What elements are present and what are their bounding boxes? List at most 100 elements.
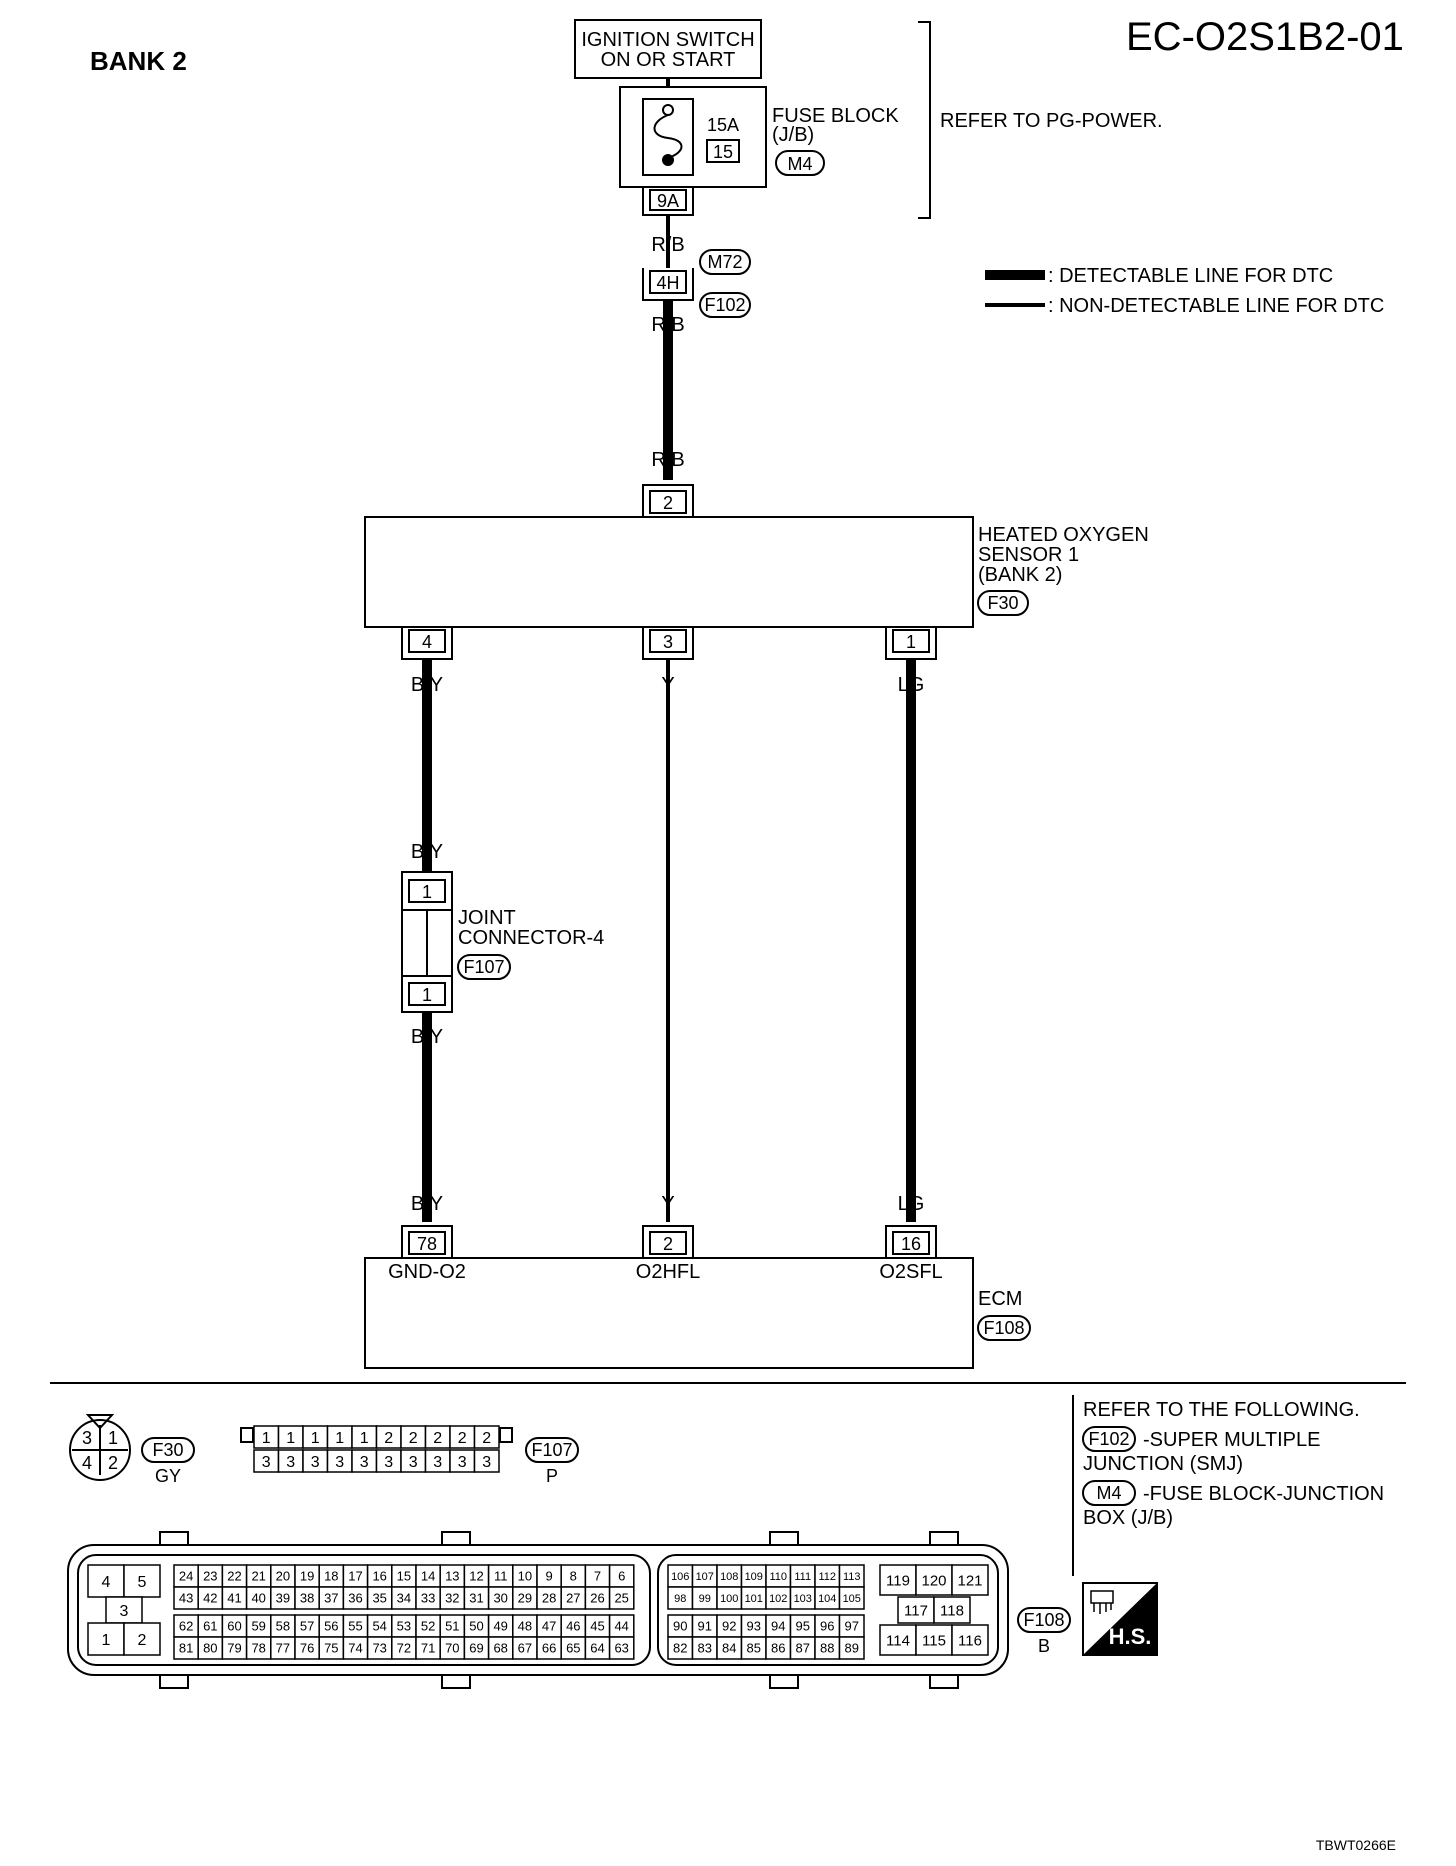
f107-top-pin: 2: [433, 1430, 442, 1447]
f107-top-pin: 1: [335, 1430, 344, 1447]
f108-pin: 33: [421, 1591, 435, 1606]
f108-pin: 95: [796, 1619, 810, 1634]
f108-pin: 66: [542, 1641, 556, 1656]
f108-pin: 94: [771, 1619, 785, 1634]
f30-id-tag: [141, 1437, 195, 1463]
f108-pin: 111: [794, 1571, 811, 1583]
f30-color-label: GY: [155, 1466, 181, 1486]
f108-pin: 89: [845, 1641, 859, 1656]
connector-tag-m72: [699, 249, 751, 275]
f108-pin: 68: [493, 1641, 507, 1656]
f108-pin: 50: [469, 1619, 483, 1634]
f108-pin: 65: [566, 1641, 580, 1656]
f108-pin: 1: [102, 1632, 111, 1649]
f108-pin: 15: [397, 1569, 411, 1584]
legend-detectable-text: : DETECTABLE LINE FOR DTC: [1048, 265, 1333, 287]
f108-pin: 44: [614, 1619, 628, 1634]
f107-bottom-pin: 3: [262, 1454, 271, 1471]
f108-outer-shell: [67, 1544, 1009, 1676]
f108-pin: 37: [324, 1591, 338, 1606]
wire-label-lg-1: LG: [898, 674, 925, 696]
joint-label-1: JOINT: [458, 907, 516, 929]
f108-pin-cell: [123, 1622, 161, 1656]
sensor-label-2: SENSOR 1: [978, 544, 1079, 566]
refer-f102-tag-label: F102: [1088, 1429, 1129, 1449]
f107-color-label: P: [546, 1466, 558, 1486]
f108-pin: 52: [421, 1619, 435, 1634]
fuse-number-box: [706, 139, 740, 163]
f108-pin: 3: [120, 1603, 129, 1620]
ecm-pin78-box: [408, 1231, 446, 1255]
f30-connector-face: [69, 1419, 131, 1481]
f108-pin: 22: [227, 1569, 241, 1584]
f107-top-pin: 2: [458, 1430, 467, 1447]
f108-pin: 121: [957, 1572, 982, 1589]
f108-pin: 54: [372, 1619, 386, 1634]
wire-label-by-3: B/Y: [411, 1026, 443, 1048]
f30-pin-3: 3: [82, 1428, 92, 1448]
ecm-pin16-box: [892, 1231, 930, 1255]
f108-pin: 101: [745, 1593, 763, 1605]
f108-pin: 93: [747, 1619, 761, 1634]
f108-pin: 92: [722, 1619, 736, 1634]
f108-pin: 4: [102, 1574, 111, 1591]
connector-tag-f30-label: F30: [987, 593, 1018, 613]
f108-pin: 61: [203, 1619, 217, 1634]
f108-pin: 47: [542, 1619, 556, 1634]
f108-pin: 45: [590, 1619, 604, 1634]
f108-pin: 34: [397, 1591, 411, 1606]
f108-pin: 74: [348, 1641, 362, 1656]
f107-bottom-pin: 3: [311, 1454, 320, 1471]
f108-pin: 98: [674, 1593, 686, 1605]
f108-pin: 110: [769, 1571, 787, 1583]
f107-top-pin: 1: [286, 1430, 295, 1447]
fuse-terminal-box: [649, 189, 687, 211]
f108-pin: 21: [251, 1569, 265, 1584]
f108-pin: 82: [673, 1641, 687, 1656]
f108-pin: 8: [570, 1569, 577, 1584]
f108-pin: 106: [671, 1571, 689, 1583]
f108-pin: 75: [324, 1641, 338, 1656]
f108-pin: 28: [542, 1591, 556, 1606]
refer-f102-tag: [1082, 1426, 1136, 1452]
f107-top-pin: 1: [311, 1430, 320, 1447]
f108-pin: 81: [179, 1641, 193, 1656]
f108-pin: 32: [445, 1591, 459, 1606]
wire-label-rb-3: R/B: [651, 449, 684, 471]
f108-pin: 10: [518, 1569, 532, 1584]
f108-pin: 26: [590, 1591, 604, 1606]
f107-top-pin: 2: [409, 1430, 418, 1447]
f108-pin: 114: [886, 1632, 910, 1649]
sensor-pin4-label: 4: [422, 632, 432, 652]
f108-pin: 107: [696, 1571, 714, 1583]
f108-id-label: F108: [1023, 1610, 1064, 1630]
f108-pin: 40: [251, 1591, 265, 1606]
f108-pin: 72: [397, 1641, 411, 1656]
f108-pin: 23: [203, 1569, 217, 1584]
fuse-terminal-label: 9A: [657, 191, 679, 211]
joint-top-frame: [401, 871, 453, 910]
refer-m4-tag: [1082, 1480, 1136, 1506]
f108-pin: 18: [324, 1569, 338, 1584]
f108-pin: 48: [518, 1619, 532, 1634]
figure-code: TBWT0266E: [1316, 1837, 1396, 1853]
f107-top-pin-cell: [473, 1425, 500, 1449]
ecm-signal-o2hfl: O2HFL: [636, 1261, 700, 1283]
f108-pin: 35: [372, 1591, 386, 1606]
sensor-pin3-box: [649, 629, 687, 653]
f108-pin-cell: [608, 1586, 635, 1610]
wire-label-lg-2: LG: [898, 1193, 925, 1215]
sensor-label-3: (BANK 2): [978, 564, 1062, 586]
f108-pin: 97: [845, 1619, 859, 1634]
f108-pin: 63: [614, 1641, 628, 1656]
f108-pin: 58: [276, 1619, 290, 1634]
ecm-signal-gnd-o2: GND-O2: [388, 1261, 466, 1283]
connector-tag-f102: [699, 292, 751, 318]
f108-pin: 57: [300, 1619, 314, 1634]
f108-pin: 116: [958, 1632, 982, 1649]
f108-pin: 27: [566, 1591, 580, 1606]
wire-label-rb-1: R/B: [651, 234, 684, 256]
f108-pin: 71: [421, 1641, 435, 1656]
ecm-pin78-label: 78: [417, 1234, 437, 1254]
